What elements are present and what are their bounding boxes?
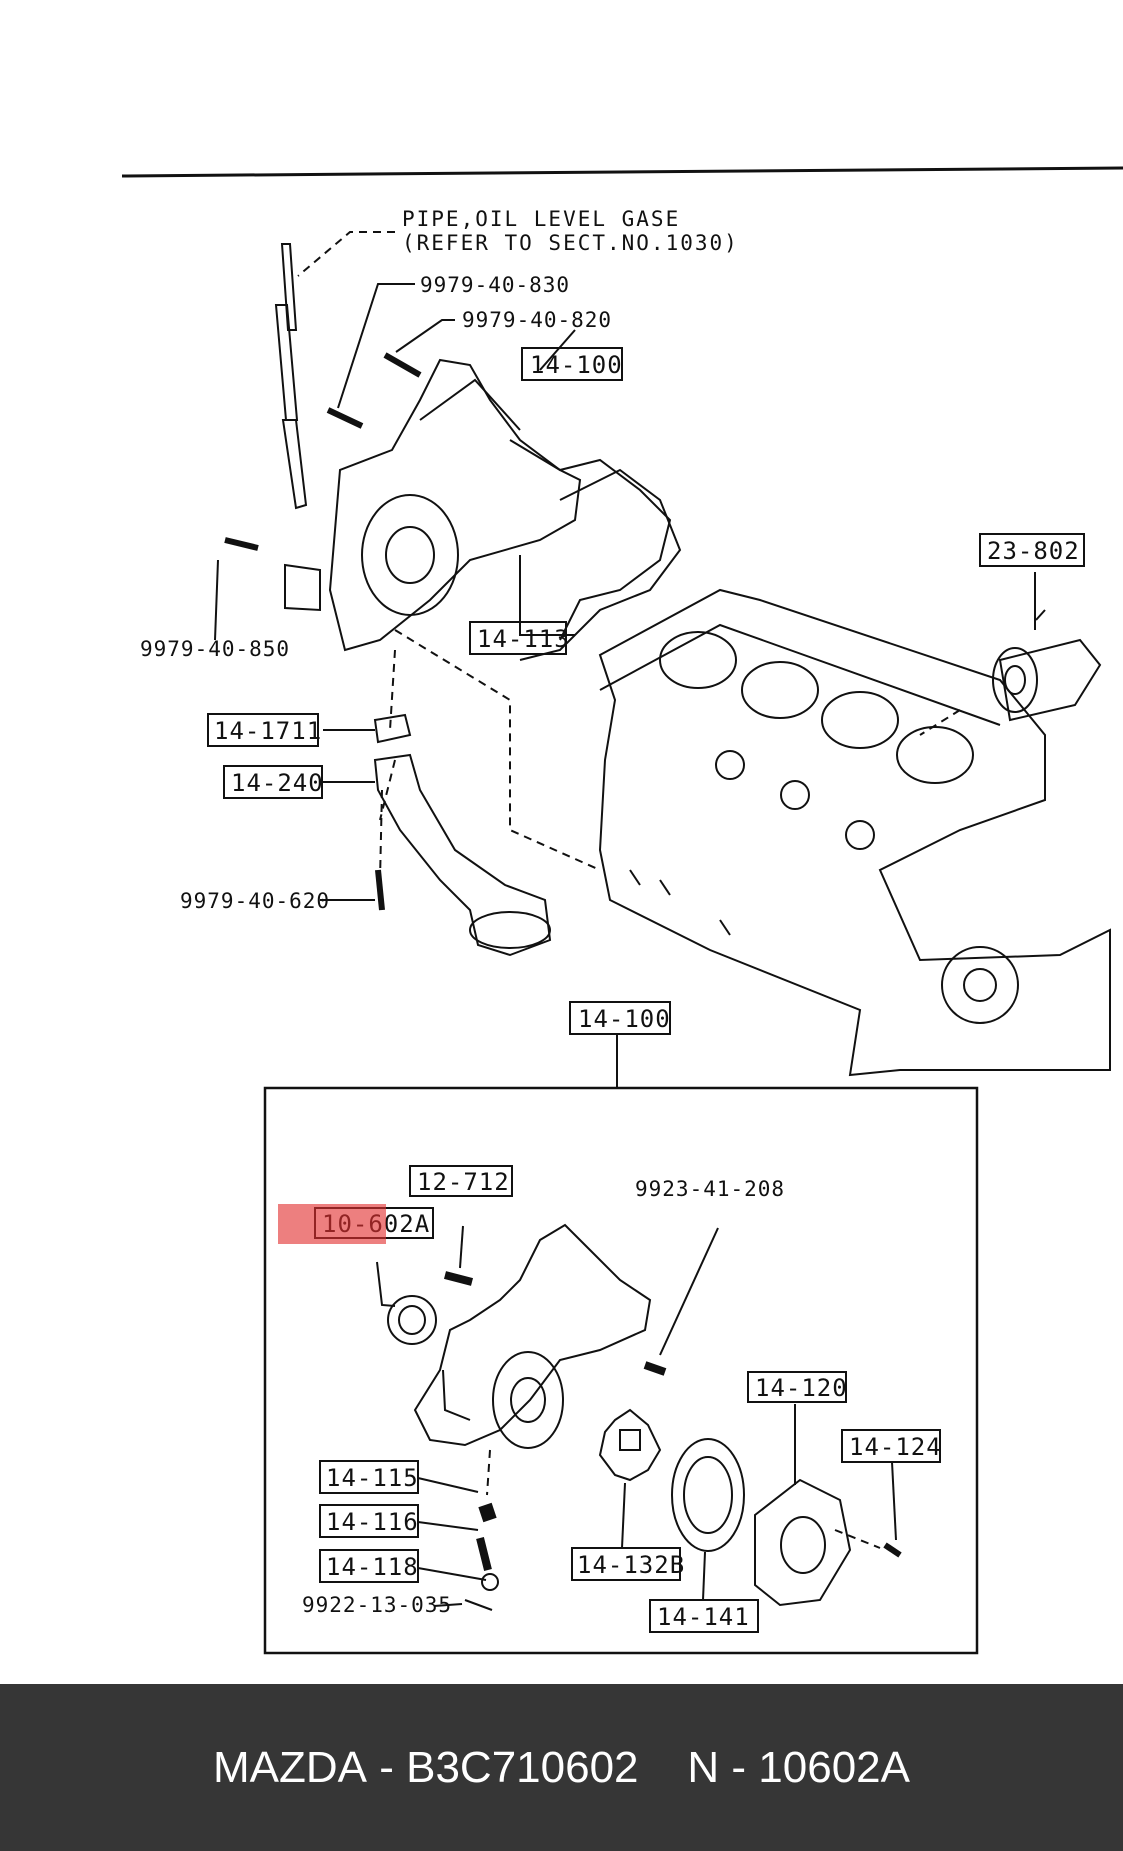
part-label-23-802: 23-802 — [987, 537, 1080, 565]
bolt-label-830: 9979-40-830 — [420, 273, 570, 297]
caption-brand: MAZDA — [212, 1742, 367, 1792]
note-line-1: PIPE,OIL LEVEL GASE — [402, 207, 680, 231]
parts-diagram: PIPE,OIL LEVEL GASE (REFER TO SECT.NO.10… — [121, 166, 1123, 1655]
part-label-14-124: 14-124 — [849, 1433, 942, 1461]
part-label-14-118: 14-118 — [326, 1553, 419, 1581]
highlight-marker — [278, 1204, 386, 1244]
part-label-14-141: 14-141 — [657, 1603, 750, 1631]
part-label-14-115: 14-115 — [326, 1464, 419, 1492]
bolt-label-850: 9979-40-850 — [140, 637, 290, 661]
part-label-12-712: 12-712 — [417, 1168, 510, 1196]
bolt-label-035: 9922-13-035 — [302, 1593, 452, 1617]
part-label-14-100-detail: 14-100 — [578, 1005, 671, 1033]
note-line-2: (REFER TO SECT.NO.1030) — [402, 231, 739, 255]
part-label-14-113: 14-113 — [477, 625, 570, 653]
bolt-label-620: 9979-40-620 — [180, 889, 330, 913]
caption-bar: MAZDA - B3C710602 N - 10602A — [0, 1684, 1123, 1851]
caption-separator: - — [366, 1742, 407, 1792]
part-label-14-132b: 14-132B — [577, 1551, 685, 1579]
part-label-14-100-top: 14-100 — [530, 351, 623, 379]
part-label-14-120: 14-120 — [755, 1374, 848, 1402]
bolt-label-820: 9979-40-820 — [462, 308, 612, 332]
part-label-14-116: 14-116 — [326, 1508, 419, 1536]
caption-ref: N - 10602A — [687, 1742, 910, 1792]
bolt-label-208: 9923-41-208 — [635, 1177, 785, 1201]
part-label-14-240: 14-240 — [231, 769, 324, 797]
part-label-14-1711: 14-1711 — [214, 717, 322, 745]
caption-gap — [639, 1743, 688, 1793]
caption-part-number: B3C710602 — [406, 1742, 639, 1792]
